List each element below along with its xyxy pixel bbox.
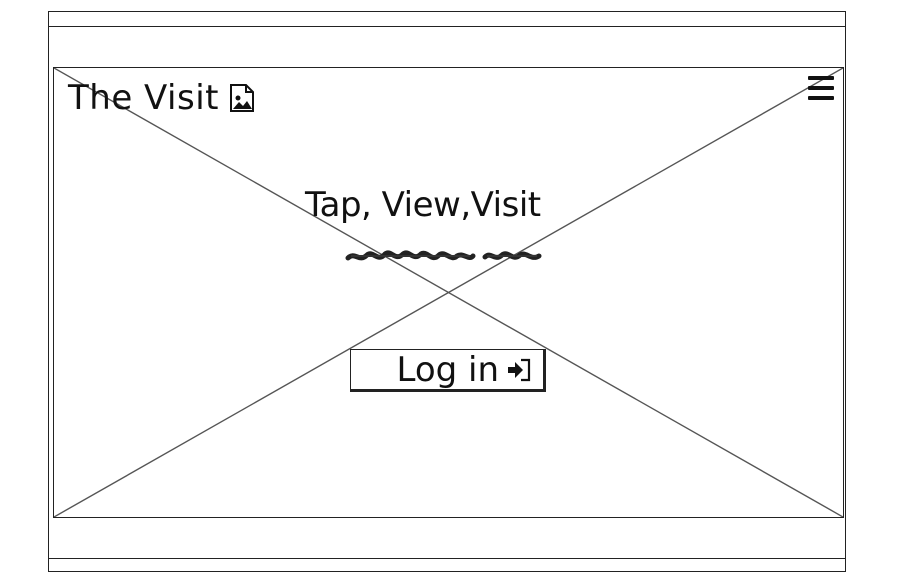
- browser-bottom-bar: [48, 558, 846, 559]
- hero-tagline: Tap, View,Visit: [305, 185, 541, 225]
- app-title: The Visit: [68, 78, 219, 118]
- hamburger-menu-icon[interactable]: [806, 74, 836, 102]
- browser-frame: [48, 11, 846, 572]
- hero-image-placeholder: [53, 67, 844, 518]
- login-button-label: Log in: [396, 349, 499, 390]
- image-icon: [229, 83, 255, 113]
- browser-top-bar: [48, 26, 846, 27]
- redacted-text-scribble: [345, 250, 542, 261]
- image-placeholder-cross: [54, 68, 843, 517]
- brand-header[interactable]: The Visit: [68, 78, 255, 118]
- login-button[interactable]: Log in: [350, 349, 546, 392]
- sign-in-icon: [505, 356, 533, 384]
